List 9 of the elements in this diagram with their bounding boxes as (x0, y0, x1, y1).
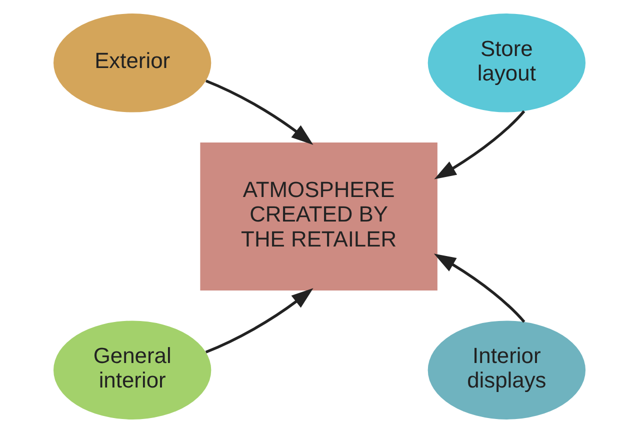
node-box: ATMOSPHERE CREATED BY THE RETAILER (200, 142, 438, 291)
arrow (205, 80, 314, 145)
node-ellipse: Store layout (428, 14, 586, 112)
node-ellipse: General interior (53, 320, 212, 420)
arrow (434, 254, 526, 323)
arrow (205, 288, 314, 354)
arrow (434, 110, 526, 180)
node-ellipse: Interior displays (428, 320, 586, 420)
node-ellipse: Exterior (53, 14, 212, 112)
